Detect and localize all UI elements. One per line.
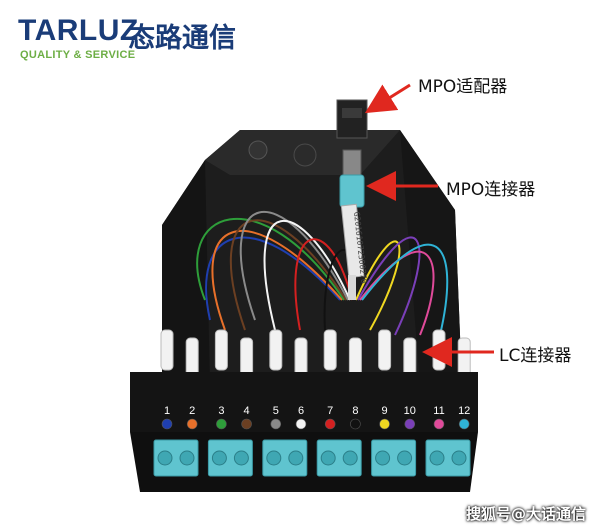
lc-duplex-adapter: [153, 439, 199, 477]
callout-mpo-connector: MPO连接器: [446, 180, 536, 200]
port-color-dot: [404, 418, 416, 430]
port-number: 5: [273, 405, 279, 417]
port-color-dot: [161, 418, 173, 430]
lc-connector-boot: [214, 329, 228, 371]
port-number: 2: [189, 405, 195, 417]
port-number: 7: [327, 405, 333, 417]
lc-connector-boot: [269, 329, 283, 371]
lc-port-hole: [211, 450, 227, 466]
port-number: 3: [218, 405, 224, 417]
callout-lc-connector: LC连接器: [499, 346, 572, 366]
cassette-body: [162, 130, 462, 385]
port-color-dot: [458, 418, 470, 430]
lc-port-hole: [375, 450, 391, 466]
lc-connector-boot: [378, 329, 392, 371]
port-color-dot: [324, 418, 336, 430]
port-number: 9: [382, 405, 388, 417]
lc-duplex-adapter: [316, 439, 362, 477]
callout-arrows: [364, 83, 494, 367]
lc-duplex-adapter: [371, 439, 417, 477]
brand-name-cn: 态路通信: [128, 23, 236, 54]
port-number: 10: [404, 405, 416, 417]
brand-name: TARLUZ: [18, 14, 139, 47]
callout-mpo-adapter: MPO适配器: [418, 77, 508, 97]
lc-port-hole: [266, 450, 282, 466]
lc-duplex-adapter: [207, 439, 253, 477]
port-number: 4: [244, 405, 250, 417]
lc-port-hole: [288, 450, 304, 466]
brand-tagline: QUALITY & SERVICE: [20, 49, 136, 61]
lc-port-hole: [342, 450, 358, 466]
lc-port-hole: [157, 450, 173, 466]
lc-adapters: [153, 439, 471, 477]
lc-duplex-adapter: [425, 439, 471, 477]
lc-port-hole: [451, 450, 467, 466]
watermark: 搜狐号@大话通信: [465, 505, 586, 523]
mpo-connector: G20161072300276: [339, 149, 369, 300]
port-color-dot: [186, 418, 198, 430]
port-color-dot: [241, 418, 252, 430]
arrow-mpo-adapter: [364, 83, 411, 114]
port-color-dot: [270, 418, 282, 430]
port-color-dot: [216, 418, 227, 430]
lc-port-hole: [320, 450, 336, 466]
lc-connector-boot: [160, 329, 174, 371]
port-number: 12: [458, 405, 470, 417]
lc-connector-boot: [432, 329, 446, 371]
port-number: 8: [352, 405, 358, 417]
fiber-bundle: [196, 210, 449, 336]
lc-connector-boot: [323, 329, 337, 371]
lc-port-hole: [397, 450, 413, 466]
mpo-adapter: [336, 99, 368, 139]
lc-port-hole: [429, 450, 445, 466]
screw-icon: [293, 143, 317, 167]
lc-port-hole: [179, 450, 195, 466]
port-color-dot: [350, 418, 361, 430]
screw-icon: [248, 140, 268, 160]
port-color-dot: [379, 418, 390, 430]
port-number: 1: [164, 405, 170, 417]
port-number: 11: [433, 405, 444, 417]
lc-duplex-adapter: [262, 439, 308, 477]
port-color-dot: [295, 418, 307, 430]
lc-port-hole: [233, 450, 249, 466]
port-color-dot: [433, 418, 445, 430]
port-number: 6: [298, 405, 304, 417]
